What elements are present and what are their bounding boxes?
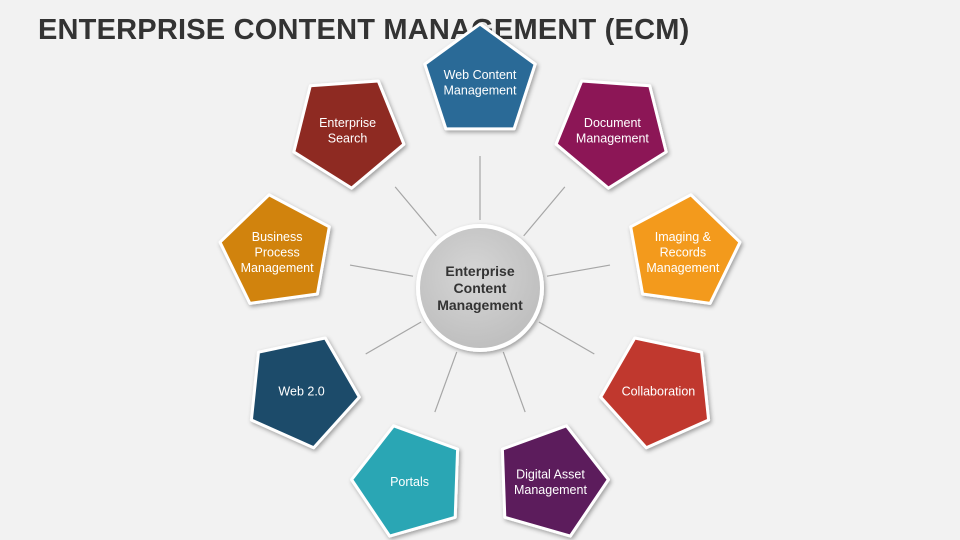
node-label: Enterprise xyxy=(319,116,376,130)
center-label: Management xyxy=(437,297,523,313)
connector-line xyxy=(394,186,437,237)
node-collaboration: Collaboration xyxy=(599,336,711,450)
node-label: Web Content xyxy=(444,68,517,82)
pentagon-shape xyxy=(292,79,406,190)
center-label: Enterprise xyxy=(445,263,514,279)
pentagon-shape xyxy=(423,22,537,131)
node-label: Records xyxy=(660,246,707,260)
node-label: Search xyxy=(328,131,368,145)
pentagon-nodes: Web ContentManagementDocumentManagementI… xyxy=(218,22,742,538)
pentagon-shape xyxy=(599,336,711,450)
center-label: Content xyxy=(454,280,507,296)
connector-line xyxy=(365,321,422,355)
connector-line xyxy=(502,351,526,413)
connector-line xyxy=(523,186,566,237)
node-label: Digital Asset xyxy=(516,467,585,481)
node-label: Portals xyxy=(390,475,429,489)
pentagon-shape xyxy=(500,424,610,538)
node-label: Management xyxy=(241,261,314,275)
connector-line xyxy=(546,264,611,277)
pentagon-shape xyxy=(218,193,331,305)
node-label: Management xyxy=(576,131,649,145)
node-label: Collaboration xyxy=(622,385,696,399)
node-label: Management xyxy=(444,83,517,97)
center-circle-fill xyxy=(420,228,540,348)
node-label: Business xyxy=(252,230,303,244)
pentagon-shape xyxy=(249,336,361,450)
connectors xyxy=(349,156,611,413)
pentagon-shape xyxy=(554,79,668,190)
node-label: Document xyxy=(584,116,641,130)
node-label: Management xyxy=(514,483,587,497)
node-web-2-0: Web 2.0 xyxy=(249,336,361,450)
page-title: ENTERPRISE CONTENT MANAGEMENT (ECM) xyxy=(38,14,690,46)
connector-line xyxy=(349,264,414,277)
node-label: Process xyxy=(255,246,300,260)
node-label: Imaging & xyxy=(655,230,712,244)
node-portals: Portals xyxy=(350,424,460,538)
node-label: Web 2.0 xyxy=(278,385,324,399)
connector-line xyxy=(434,351,458,413)
pentagon-shape xyxy=(629,193,742,305)
node-label: Management xyxy=(646,261,719,275)
connector-line xyxy=(538,321,595,355)
pentagon-shape xyxy=(350,424,460,538)
